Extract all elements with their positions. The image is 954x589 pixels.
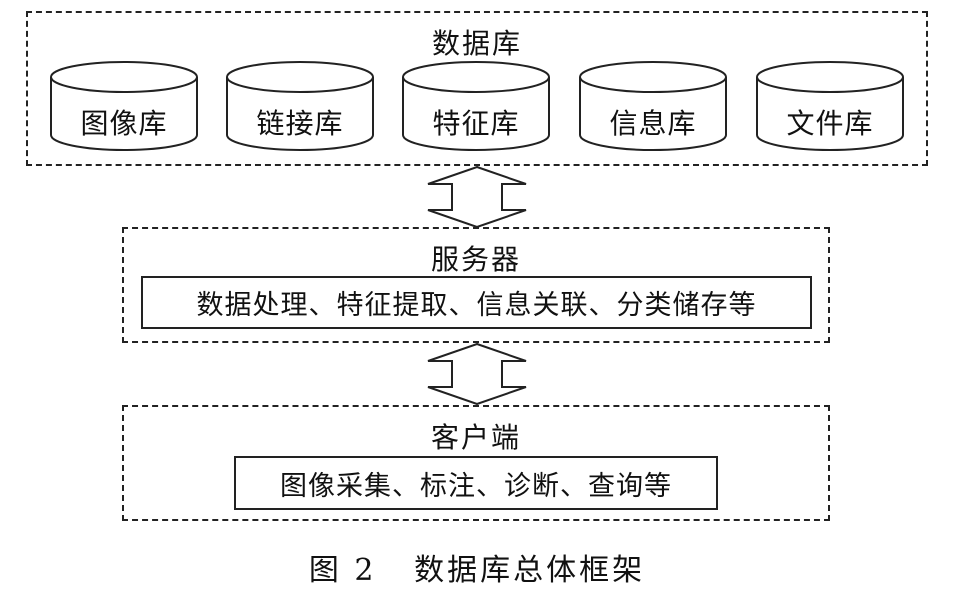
figure-title: 数据库总体框架 — [414, 553, 646, 588]
server-client-double-arrow-icon — [427, 343, 527, 405]
database-server-double-arrow-icon — [427, 166, 527, 228]
image-store-label: 图像库 — [80, 107, 168, 140]
database-title: 数据库 — [431, 27, 522, 60]
cylinder-shape — [226, 61, 374, 151]
file-store-label: 文件库 — [786, 107, 874, 140]
figure-caption: 图 2 数据库总体框架 — [0, 545, 954, 589]
server-functions-box: 数据处理、特征提取、信息关联、分类储存等 — [141, 276, 812, 329]
feature-store-label: 特征库 — [432, 107, 520, 140]
cylinder-shape — [756, 61, 904, 151]
client-functions-box: 图像采集、标注、诊断、查询等 — [234, 456, 718, 510]
cylinder-shape — [402, 61, 550, 151]
info-store-label: 信息库 — [609, 107, 697, 140]
link-store-cylinder: 链接库 — [225, 60, 375, 152]
info-store-cylinder: 信息库 — [578, 60, 728, 152]
cylinder-shape — [579, 61, 727, 151]
server-group: 服务器 — [122, 227, 830, 343]
image-store-cylinder: 图像库 — [49, 60, 199, 152]
file-store-cylinder: 文件库 — [755, 60, 905, 152]
figure-number: 图 2 — [308, 553, 377, 588]
client-group: 客户端 — [122, 405, 830, 521]
feature-store-cylinder: 特征库 — [401, 60, 551, 152]
client-title: 客户端 — [430, 421, 521, 454]
link-store-label: 链接库 — [256, 107, 344, 140]
cylinder-shape — [50, 61, 198, 151]
database-group: 数据库 — [26, 11, 928, 166]
server-title: 服务器 — [430, 243, 521, 276]
